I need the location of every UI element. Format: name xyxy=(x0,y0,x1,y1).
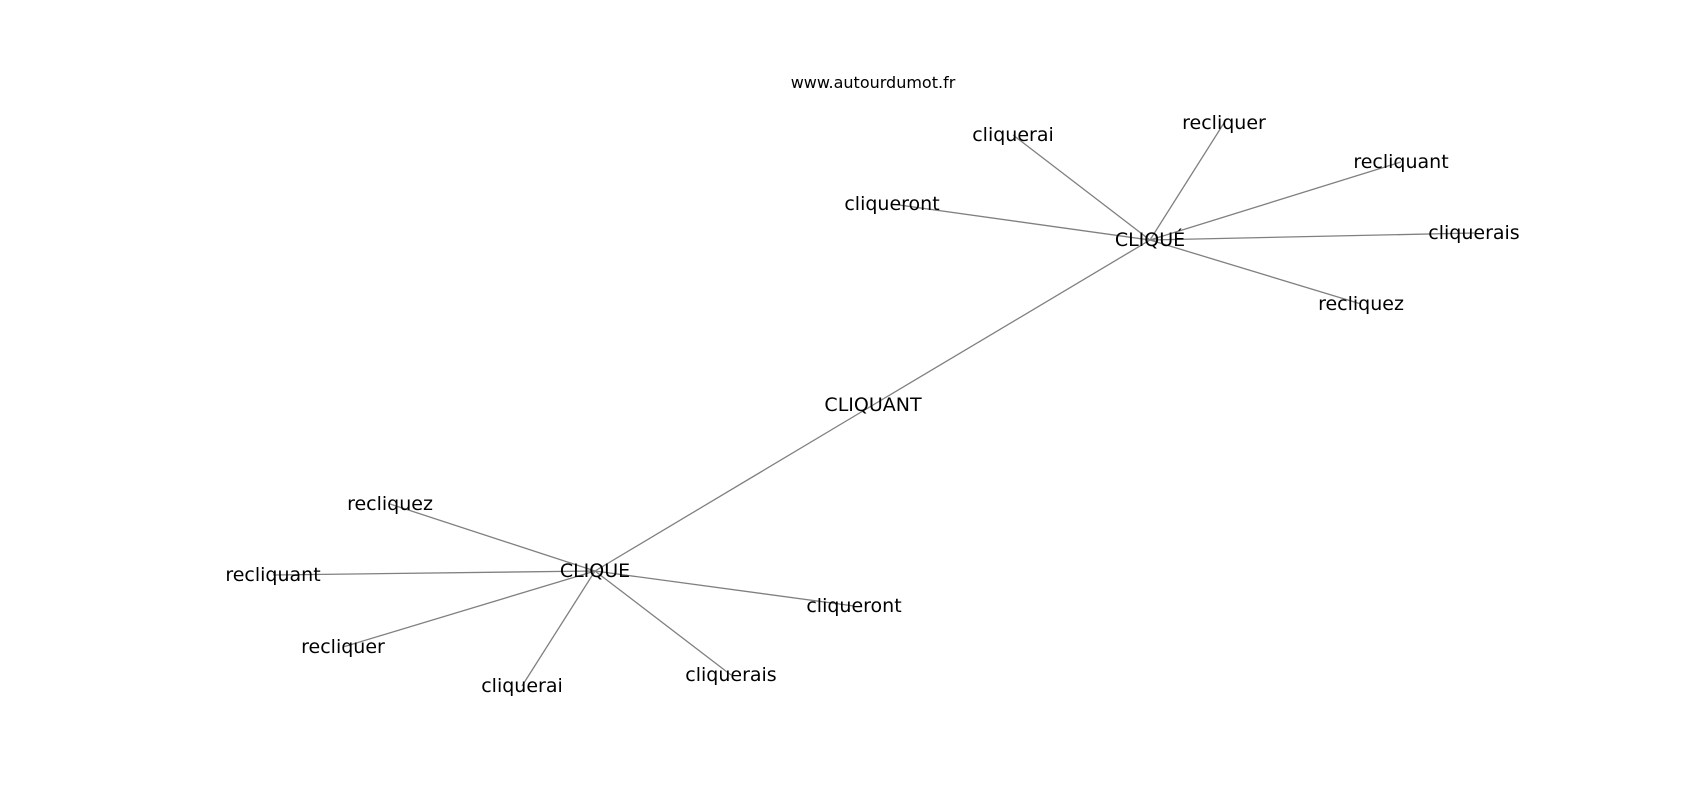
edge-center-hub_bottom xyxy=(594,404,874,572)
edge-hub_top-top_cliquerai xyxy=(1012,134,1151,241)
node-bottom-cliquerai[interactable]: cliquerai xyxy=(481,675,563,697)
node-top-cliquerai[interactable]: cliquerai xyxy=(972,124,1054,146)
node-top-recliquant[interactable]: recliquant xyxy=(1353,151,1448,173)
node-bottom-cliquerais[interactable]: cliquerais xyxy=(685,664,776,686)
edge-hub_top-top_recliquant xyxy=(1149,161,1402,241)
node-top-cliqueront[interactable]: cliqueront xyxy=(844,193,939,215)
node-bottom-cliqueront[interactable]: cliqueront xyxy=(806,595,901,617)
node-bottom-recliquer[interactable]: recliquer xyxy=(301,636,385,658)
node-bottom-recliquant[interactable]: recliquant xyxy=(225,564,320,586)
edge-hub_top-top_recliquez xyxy=(1149,239,1362,305)
edge-hub_bottom-bottom_recliquant xyxy=(272,570,596,576)
graph-labels: CLIQUANT CLIQUÉ CLIQUE cliquerai recliquer re… xyxy=(225,112,1519,697)
node-bottom-recliquez[interactable]: recliquez xyxy=(347,493,433,515)
edge-hub_top-top_recliquer xyxy=(1149,122,1225,241)
graph-edges xyxy=(272,122,1475,687)
edge-hub_bottom-bottom_cliquerais xyxy=(594,570,732,676)
node-hub-bottom[interactable]: CLIQUE xyxy=(560,560,630,582)
node-hub-top[interactable]: CLIQUÉ xyxy=(1115,228,1185,251)
node-center[interactable]: CLIQUANT xyxy=(824,394,922,416)
edge-hub_top-top_cliqueront xyxy=(891,203,1151,241)
edge-hub_bottom-bottom_recliquer xyxy=(342,570,596,648)
edge-center-hub_top xyxy=(872,239,1151,406)
edge-hub_bottom-bottom_cliqueront xyxy=(594,570,855,607)
node-top-recliquez[interactable]: recliquez xyxy=(1318,293,1404,315)
node-top-recliquer[interactable]: recliquer xyxy=(1182,112,1266,134)
edge-hub_top-top_cliquerais xyxy=(1149,232,1475,241)
source-watermark: www.autourdumot.fr xyxy=(791,73,956,92)
edge-hub_bottom-bottom_cliquerai xyxy=(521,570,596,687)
edge-hub_bottom-bottom_recliquez xyxy=(389,503,596,572)
node-top-cliquerais[interactable]: cliquerais xyxy=(1428,222,1519,244)
